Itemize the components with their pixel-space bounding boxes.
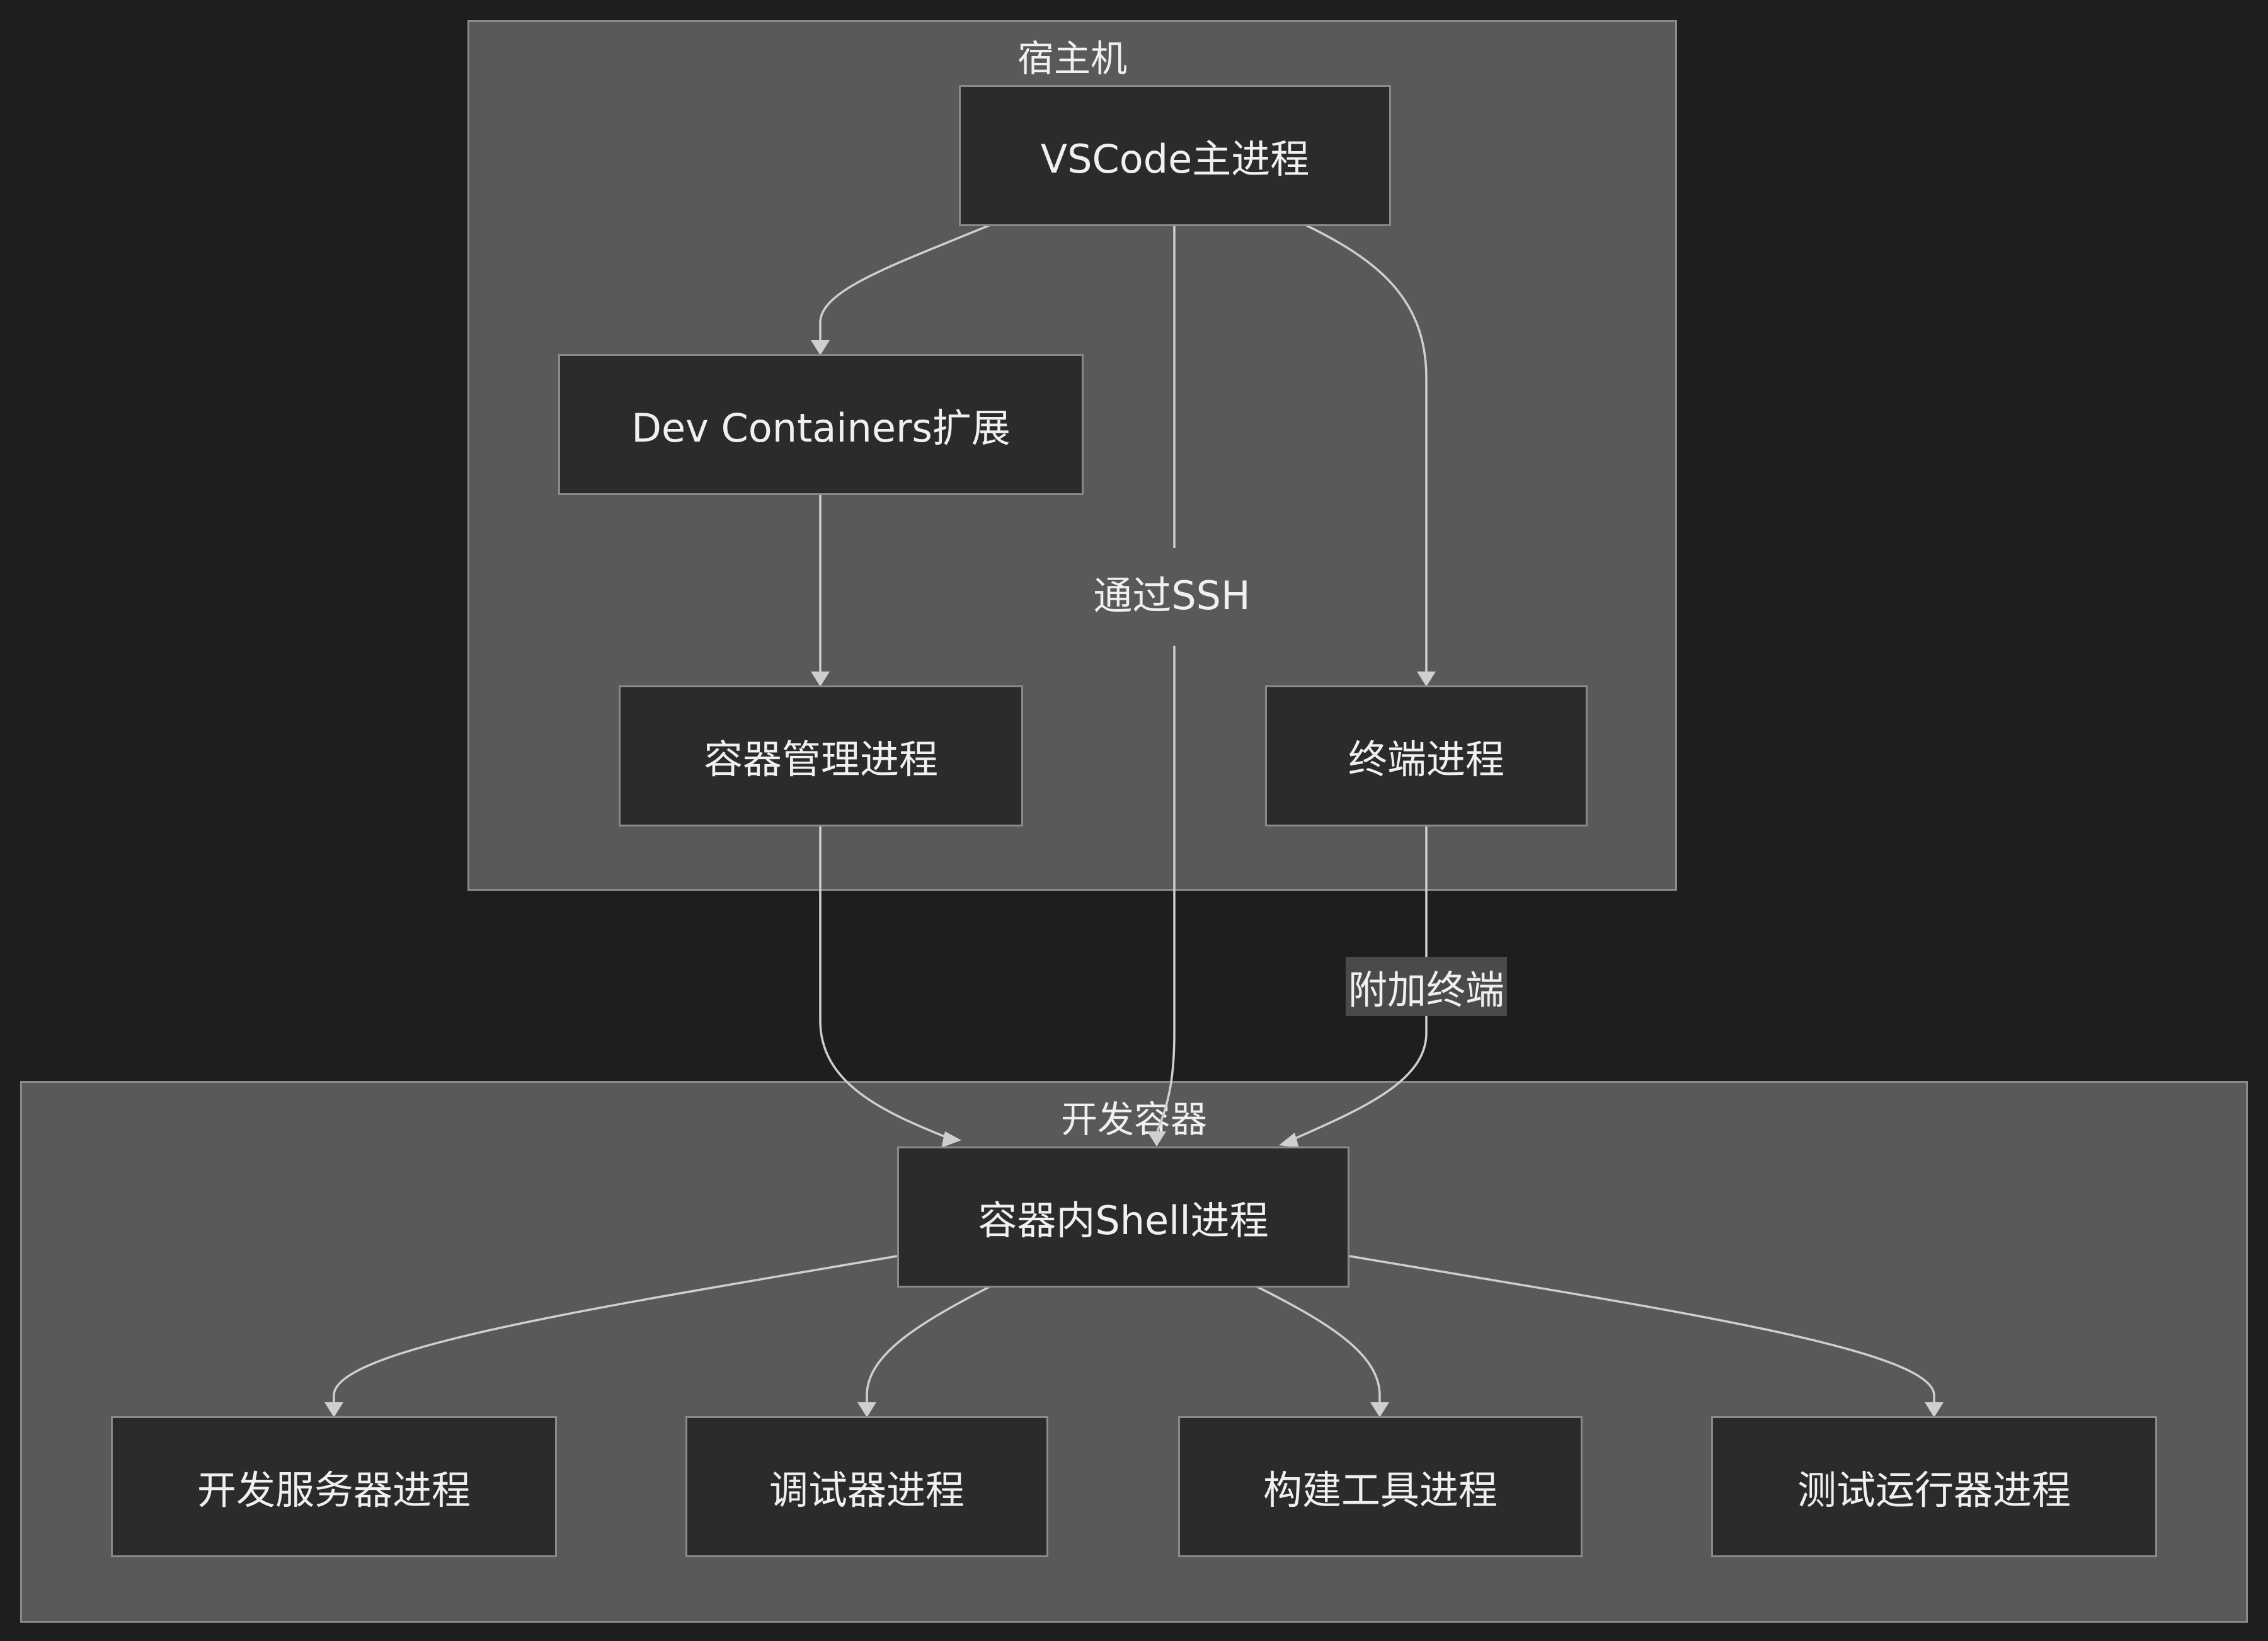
edge-ext-to-mgmt [811, 495, 830, 687]
cluster-dev-container-title: 开发容器 [1060, 1098, 1208, 1141]
edge-shell-to-testrunner [1349, 1255, 1944, 1417]
node-container-management[interactable]: 容器管理进程 [619, 685, 1023, 826]
node-terminal[interactable]: 终端进程 [1265, 685, 1588, 826]
node-shell-in-container[interactable]: 容器内Shell进程 [897, 1146, 1349, 1288]
cluster-host-title: 宿主机 [1017, 37, 1128, 80]
edge-vscode-to-shell-ssh [1147, 225, 1176, 1146]
edge-terminal-to-shell [1279, 826, 1428, 1148]
node-build-tool[interactable]: 构建工具进程 [1178, 1416, 1583, 1557]
node-debugger[interactable]: 调试器进程 [685, 1416, 1048, 1557]
node-test-runner[interactable]: 测试运行器进程 [1711, 1416, 2157, 1557]
edge-shell-to-buildtool [1256, 1285, 1389, 1417]
node-dev-containers-extension[interactable]: Dev Containers扩展 [558, 354, 1084, 495]
node-vscode-main[interactable]: VSCode主进程 [959, 85, 1391, 226]
node-dev-server[interactable]: 开发服务器进程 [111, 1416, 557, 1557]
edge-vscode-to-ext [811, 224, 991, 355]
edge-label-ssh: 通过SSH [1093, 573, 1251, 619]
edge-shell-to-devserver [324, 1255, 898, 1417]
edge-label-attach-terminal: 附加终端 [1345, 957, 1508, 1016]
edge-vscode-to-terminal [1305, 224, 1436, 687]
edge-shell-to-debugger [857, 1285, 991, 1417]
edge-mgmt-to-shell [819, 826, 961, 1148]
